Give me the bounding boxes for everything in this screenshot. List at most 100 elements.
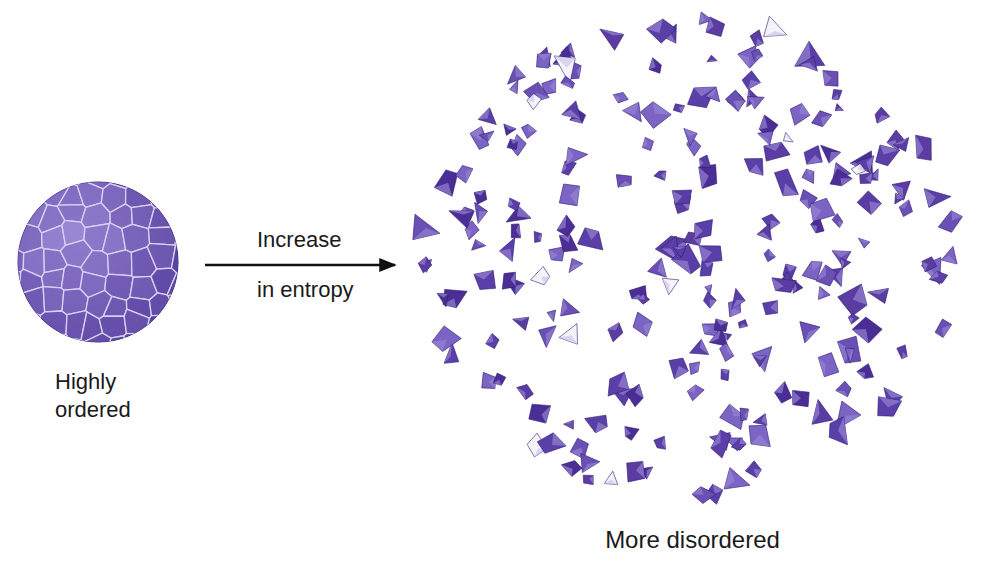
shard: [783, 132, 793, 142]
shard-facet: [684, 128, 697, 136]
shard: [804, 146, 822, 165]
shard: [878, 397, 902, 417]
shard: [561, 299, 580, 316]
shard: [508, 198, 520, 211]
shard: [613, 92, 628, 103]
shard: [432, 326, 461, 352]
shard-facet: [800, 63, 818, 72]
shard-facet: [488, 131, 494, 141]
sphere-facet: [146, 334, 169, 347]
shard-facet: [559, 235, 570, 243]
shard: [740, 408, 749, 421]
shard-facet: [493, 380, 501, 386]
shard-facet: [577, 66, 582, 78]
sphere-facet: [149, 293, 175, 316]
shard: [711, 430, 731, 458]
shard-facet: [647, 19, 663, 33]
sphere-facet: [149, 208, 175, 228]
shard-facet: [513, 317, 529, 321]
shard-facet: [542, 406, 551, 423]
shard-facet: [835, 108, 843, 111]
shard-facet: [508, 198, 513, 206]
sphere-facet: [21, 177, 48, 192]
shard: [924, 189, 951, 208]
shard: [790, 103, 810, 125]
shard: [845, 348, 854, 363]
shard-facet: [557, 215, 566, 230]
shard-facet: [694, 87, 716, 97]
shard-facet: [662, 436, 666, 449]
state-label: Highly ordered: [55, 368, 155, 425]
shard-facet: [564, 420, 574, 424]
shard-facet: [706, 17, 714, 32]
sphere-facet: [108, 250, 132, 276]
shard: [559, 235, 578, 252]
shard-facet: [608, 323, 619, 331]
shard: [521, 124, 536, 138]
shard: [763, 301, 778, 315]
sphere-facet: [13, 250, 24, 272]
shard-facet: [470, 127, 481, 141]
shard: [690, 339, 709, 354]
shard-facet: [829, 152, 841, 163]
shard-facet: [643, 322, 652, 337]
shard: [517, 384, 534, 399]
shard-facet: [757, 232, 772, 240]
sphere-facets: [13, 177, 183, 347]
shard-facet: [866, 156, 874, 172]
shard-facet: [756, 38, 764, 46]
sphere-facet: [13, 189, 22, 210]
shard-facet: [600, 29, 624, 35]
shard: [648, 258, 667, 277]
shard-facet: [478, 108, 489, 120]
shard: [851, 164, 865, 175]
shard-facet: [812, 400, 820, 425]
shard: [673, 104, 684, 113]
shard: [699, 164, 717, 188]
shard: [707, 55, 717, 62]
shard: [474, 270, 496, 289]
shard-facet: [740, 324, 748, 328]
shard-facet: [687, 385, 695, 393]
shard-facet: [942, 325, 952, 338]
shard: [812, 400, 833, 425]
shard-facet: [561, 465, 572, 477]
shard: [547, 310, 556, 322]
shard-facet: [924, 189, 935, 208]
shard: [858, 238, 869, 248]
shard: [479, 131, 494, 141]
shard-facet: [770, 220, 780, 230]
shard: [642, 137, 653, 150]
shard-facet: [486, 333, 494, 343]
shard-facet: [500, 249, 513, 262]
sphere-facet: [16, 309, 40, 337]
shard: [669, 358, 688, 379]
shard: [836, 381, 851, 397]
shard: [800, 322, 820, 343]
shard: [616, 175, 631, 188]
entropy-arrow: [205, 264, 395, 267]
shard-facet: [850, 349, 854, 363]
shard-facet: [623, 102, 639, 115]
shard: [857, 191, 881, 215]
shard: [752, 49, 763, 61]
sphere-facet: [124, 333, 147, 347]
shard-facet: [759, 115, 767, 129]
sphere-facet: [13, 311, 18, 338]
shard-facet: [510, 87, 518, 94]
shard-facet: [878, 397, 901, 408]
shard: [513, 317, 529, 330]
shard: [848, 314, 859, 324]
shard: [742, 71, 760, 89]
shard-facet: [432, 340, 447, 352]
shard-facet: [816, 265, 826, 281]
shard: [561, 461, 582, 477]
shard-facet: [700, 159, 704, 167]
shard-facet: [823, 71, 832, 86]
shard: [478, 108, 496, 125]
sphere-facet: [13, 177, 21, 184]
shard: [633, 312, 652, 336]
disordered-state: More disordered: [405, 10, 980, 555]
shard: [537, 53, 552, 68]
shard-facet: [734, 101, 745, 112]
